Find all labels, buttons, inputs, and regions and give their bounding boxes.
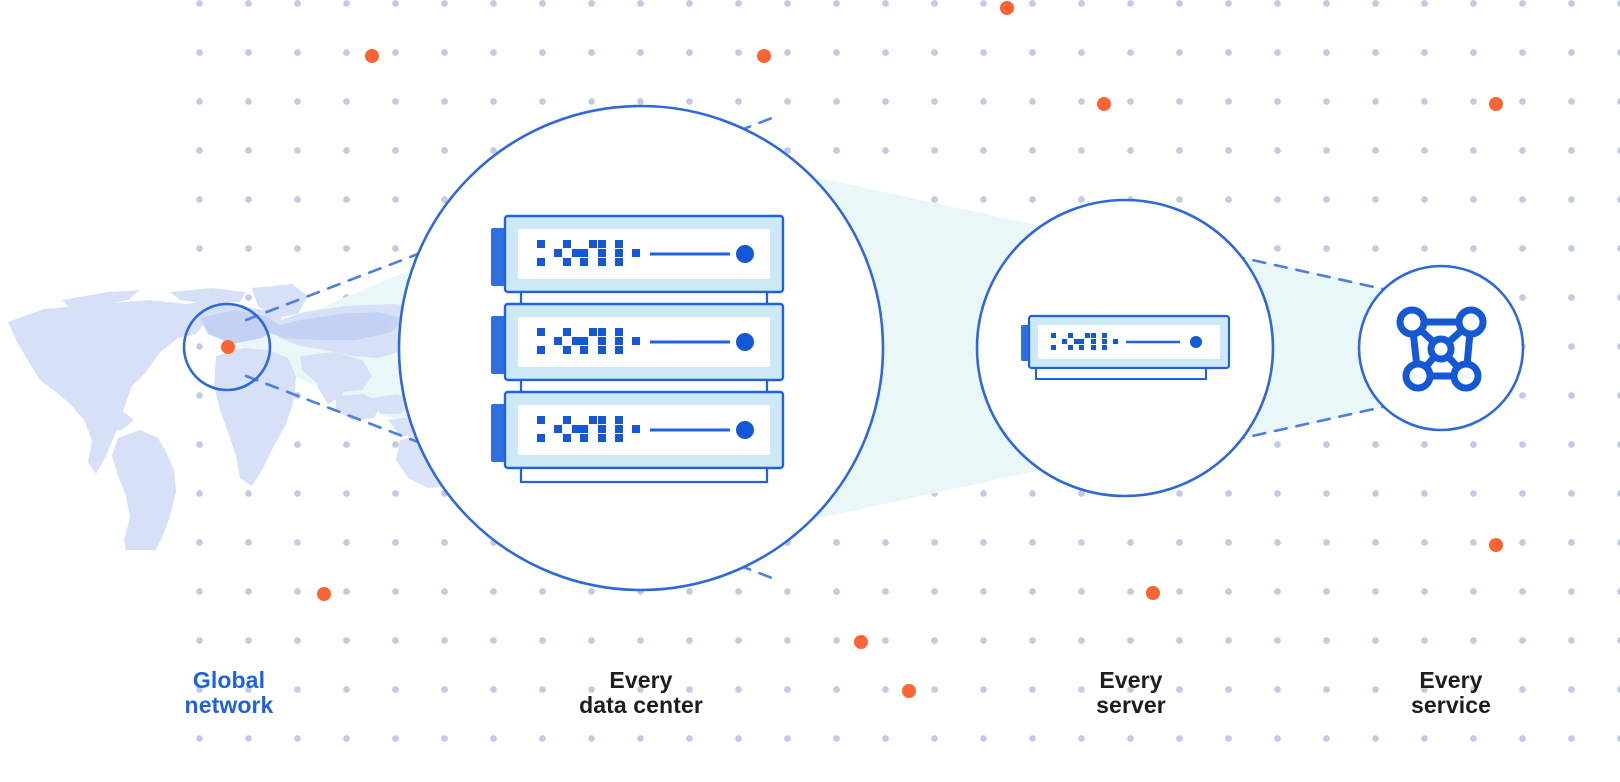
network-node-bottom-left: [1402, 360, 1434, 392]
server-vent-dots-3: [537, 416, 640, 442]
highlighted-grid-dots: [317, 1, 1503, 698]
server-led-3: [736, 421, 754, 439]
global-network-marker-dot: [221, 340, 235, 354]
server-led-1: [736, 245, 754, 263]
stage-every-server[interactable]: [975, 198, 1275, 498]
label-global-network: Global network: [184, 667, 274, 718]
network-node-top-right: [1455, 306, 1487, 338]
network-node-center: [1427, 335, 1455, 363]
label-every-service: Every service: [1411, 667, 1491, 718]
network-nodes-icon: [1396, 306, 1487, 392]
network-node-bottom-right: [1450, 360, 1482, 392]
server-rack-unit-1: [491, 214, 785, 308]
stage-global-network[interactable]: [182, 302, 272, 392]
server-unit-vent-dots: [1051, 333, 1118, 350]
server-rack-icon: [491, 214, 785, 484]
server-rack-unit-3: [491, 390, 785, 484]
server-rack-base: [519, 466, 769, 484]
network-node-dots: [1396, 306, 1487, 392]
server-led-2: [736, 333, 754, 351]
server-unit-icon: [1021, 314, 1231, 380]
server-rack-unit-2: [491, 302, 785, 396]
server-vent-dots-1: [537, 240, 640, 266]
server-unit-led: [1190, 336, 1202, 348]
network-node-top-left: [1396, 306, 1428, 338]
global-network-circle: [182, 302, 272, 392]
label-every-data-center: Every data center: [579, 667, 703, 718]
stage-every-service[interactable]: [1357, 264, 1525, 432]
stage-every-data-center[interactable]: [397, 104, 885, 592]
server-vent-dots-2: [537, 328, 640, 354]
label-every-server: Every server: [1096, 667, 1166, 718]
server-unit-base: [1035, 367, 1207, 380]
